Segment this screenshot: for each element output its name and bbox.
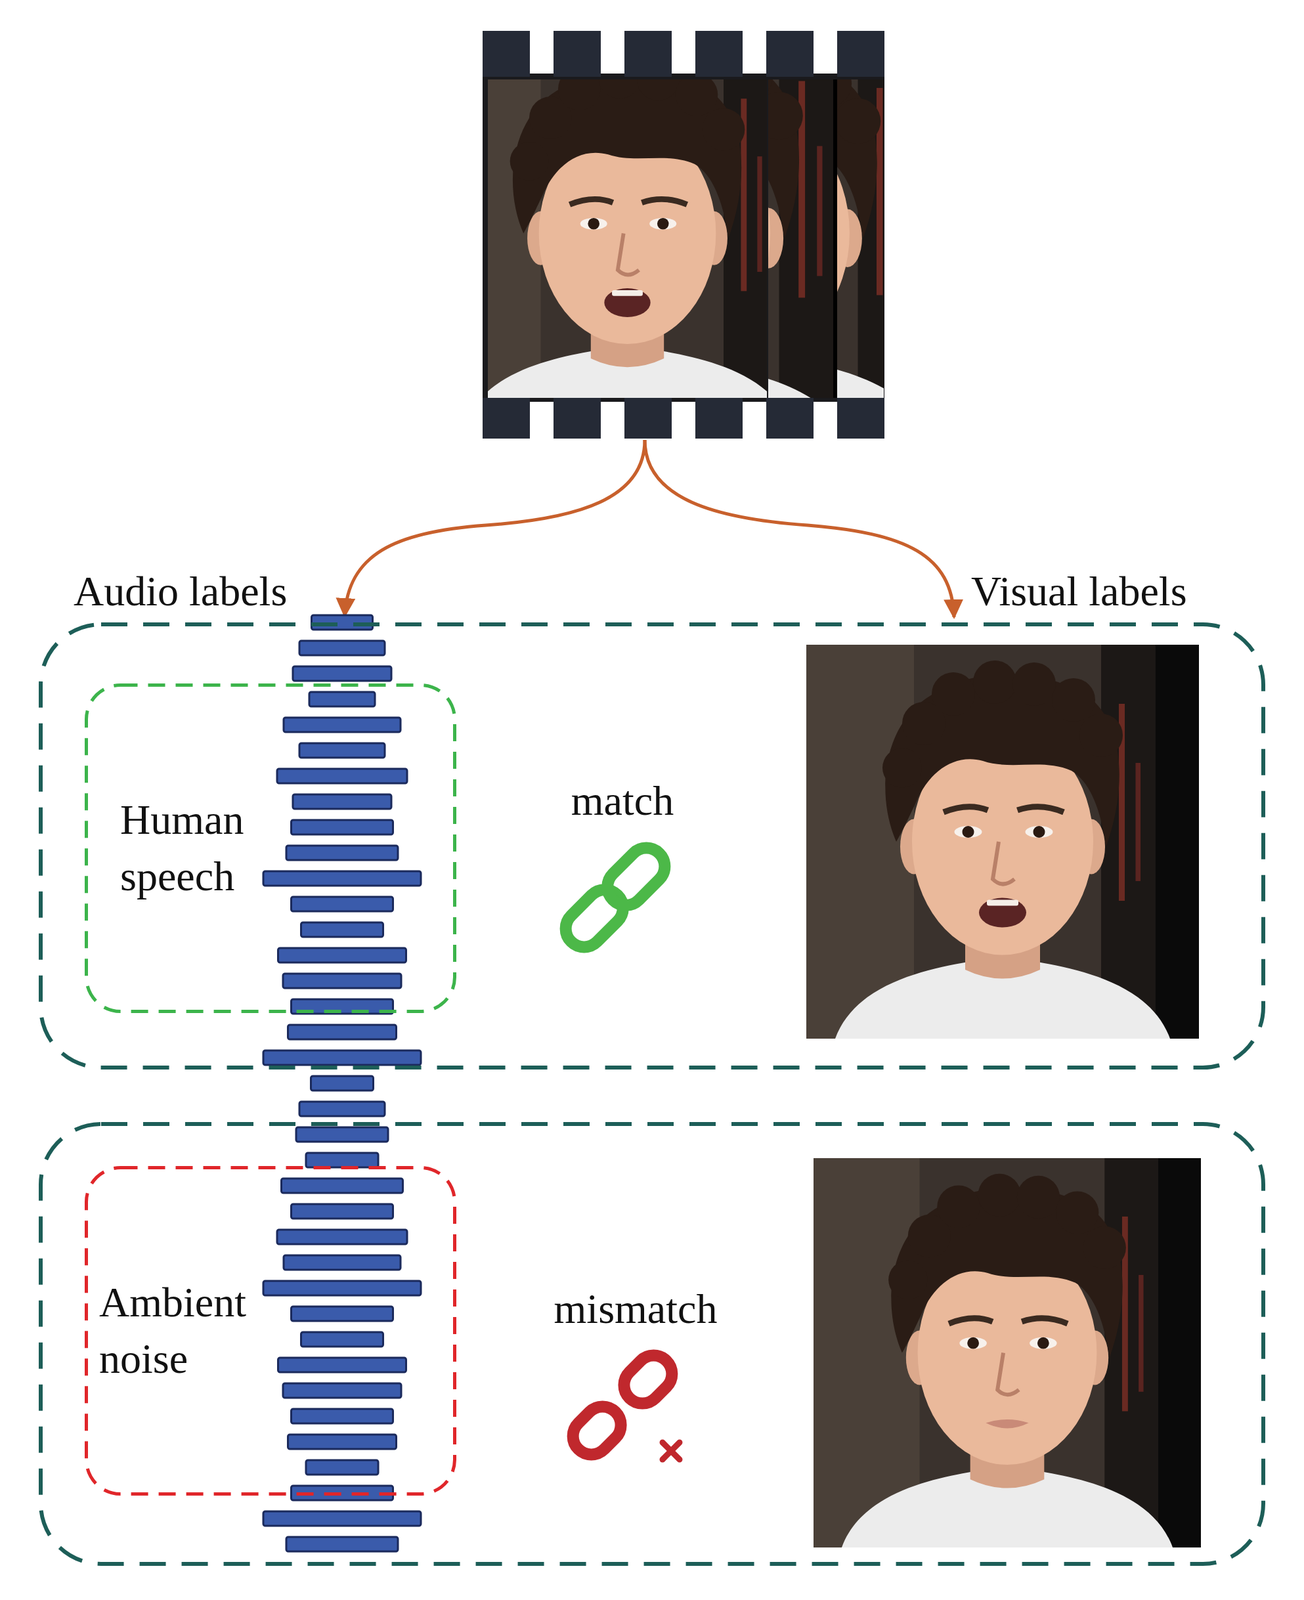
audio-bar [277, 1229, 408, 1245]
audio-bar [286, 1537, 398, 1552]
video-frame [434, 40, 820, 426]
silent-face [812, 1158, 1203, 1548]
audio-bar [263, 1050, 421, 1065]
link-ring [600, 840, 673, 913]
film-sprocket [553, 397, 601, 439]
audio-bar [282, 973, 402, 989]
cross-stroke [662, 1442, 680, 1460]
audio-bar [291, 1204, 394, 1219]
cross-mark [662, 1442, 680, 1460]
face-mouth [978, 898, 1027, 928]
column-heading: Visual labels [971, 563, 1188, 620]
face-photo [812, 1158, 1203, 1548]
video-frame-slice [454, 15, 888, 450]
pair-panel: Human speech match [38, 622, 1266, 1070]
audio-bar [301, 922, 384, 937]
face-photo [454, 15, 888, 450]
node-text: Human speech [120, 791, 278, 906]
pair-panel: Ambient noise mismatch [38, 1122, 1266, 1566]
audio-bar [292, 666, 392, 681]
audio-bar [301, 1332, 384, 1347]
node-outline [38, 1122, 1266, 1566]
audio-bar [288, 1024, 397, 1040]
face-photo [546, 25, 962, 440]
link-ring [558, 882, 631, 955]
audio-waveform [263, 615, 421, 1552]
split-arrow [644, 439, 955, 618]
film-sprocket [553, 30, 601, 77]
audio-bar [277, 768, 408, 784]
node-text: mismatch [554, 1281, 718, 1338]
audio-bar [305, 1152, 379, 1168]
audio-bar [305, 1460, 379, 1475]
column-heading: Audio labels [73, 563, 287, 620]
cross-stroke [662, 1442, 680, 1460]
face-photo [805, 644, 1200, 1039]
film-sprocket [766, 397, 814, 439]
link-ring [616, 1347, 680, 1412]
video-frame-slice [546, 25, 962, 440]
audio-bar [309, 692, 375, 707]
speaking-face [805, 644, 1200, 1039]
audio-bar [299, 1101, 385, 1117]
node-outline [38, 622, 1266, 1070]
audio-bar [311, 1076, 374, 1091]
noise-region: Ambient noise [84, 1166, 457, 1496]
film-sprocket [695, 30, 743, 77]
audio-bar [282, 1383, 402, 1398]
film-sprocket [624, 397, 672, 439]
speech-region: Human speech [84, 683, 457, 1014]
face-mouth [604, 288, 651, 318]
node-text: match [571, 772, 674, 830]
audio-bar [263, 1511, 421, 1526]
audio-bar [263, 871, 421, 886]
audio-bar [291, 820, 394, 835]
node-outline [84, 683, 457, 1014]
audio-bar [263, 1281, 421, 1296]
dashed-border [40, 624, 1264, 1068]
node-outline [84, 1166, 457, 1496]
broken-link-icon [565, 1347, 680, 1463]
audio-bar [278, 1357, 407, 1373]
audio-bar [296, 1127, 389, 1142]
film-sprocket [837, 397, 885, 439]
link-ring [565, 1399, 629, 1463]
face-mouth [985, 1419, 1029, 1429]
audio-bar [283, 1255, 401, 1270]
audio-bar [281, 1178, 404, 1194]
film-sprocket [624, 30, 672, 77]
link-icon [558, 840, 673, 955]
audio-bar [286, 845, 398, 861]
label-holder: Visual labels [971, 563, 1188, 620]
face-photo [434, 40, 820, 426]
audio-bar [278, 948, 407, 963]
film-sprocket [695, 397, 743, 439]
film-sprocket [837, 30, 885, 77]
frame-divider [833, 79, 838, 398]
split-arrow [344, 439, 645, 616]
film-sprocket [482, 397, 530, 439]
audio-bar [291, 1409, 394, 1424]
label-holder: Audio labels [73, 563, 287, 620]
audio-bar [299, 640, 385, 656]
audio-bar [283, 717, 401, 733]
film-sprocket [482, 30, 530, 77]
audio-bar [292, 794, 392, 809]
node-text: Ambient noise [99, 1274, 257, 1389]
film-sprocket [766, 30, 814, 77]
dashed-border [40, 1124, 1264, 1565]
audio-bar [288, 1434, 397, 1450]
audio-bar [299, 743, 385, 758]
dashed-border [86, 685, 456, 1012]
dashed-border [86, 1168, 456, 1495]
audio-bar [291, 1306, 394, 1322]
audio-bar [291, 896, 394, 912]
